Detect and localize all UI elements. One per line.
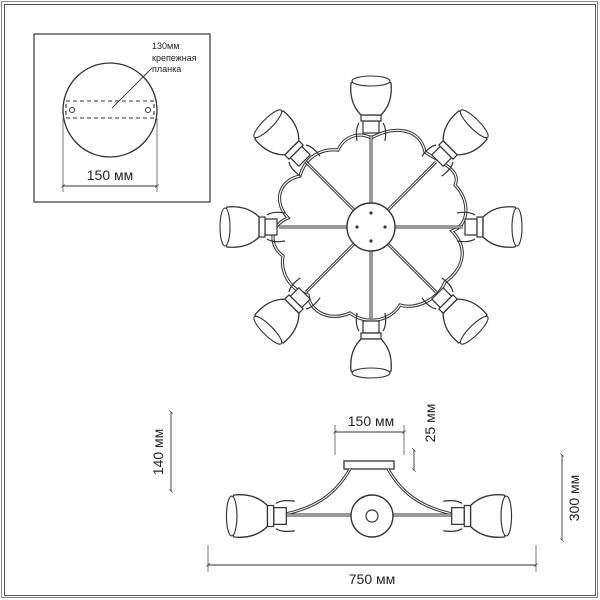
- canopy-width-label: 150 мм: [348, 413, 395, 429]
- spot-lamp-3: [456, 206, 523, 248]
- canopy-height-label: 25 мм: [422, 404, 438, 443]
- top-view: [219, 75, 523, 379]
- hub-screw-3: [383, 225, 387, 229]
- side-arm-right: [386, 468, 459, 517]
- hub-screw-1: [369, 211, 373, 215]
- note-leader: [111, 67, 153, 109]
- mounting-hole-left: [69, 107, 75, 113]
- side-hub-knob: [365, 509, 379, 523]
- note-size: 130мм: [152, 41, 179, 51]
- spot-lamp-7: [219, 206, 286, 248]
- side-view: 150 мм 25 мм 140 мм 300 мм 750 мм: [150, 404, 582, 587]
- hub-screw-4: [369, 239, 373, 243]
- inset-width-label: 150 мм: [87, 167, 134, 183]
- height-label: 140 мм: [150, 429, 166, 476]
- mounting-plate-inset: 150 мм 130мм крепежная планка: [33, 33, 211, 203]
- spot-lamp-1: [350, 75, 392, 142]
- hub-screw-2: [355, 225, 359, 229]
- central-hub: [346, 202, 396, 252]
- total-height-label: 300 мм: [566, 475, 582, 522]
- side-lamp-left: [225, 494, 296, 538]
- side-lamp-right: [442, 494, 513, 538]
- side-arm-left: [279, 468, 352, 517]
- spot-lamp-5: [350, 312, 392, 379]
- note-line1: крепежная: [152, 53, 197, 63]
- side-canopy: [343, 460, 395, 470]
- mounting-hole-right: [145, 107, 151, 113]
- note-line2: планка: [152, 64, 181, 74]
- frame-inner: [4, 4, 596, 596]
- mounting-bar: [65, 100, 155, 119]
- width-label: 750 мм: [349, 571, 396, 587]
- inset-box: [33, 33, 211, 203]
